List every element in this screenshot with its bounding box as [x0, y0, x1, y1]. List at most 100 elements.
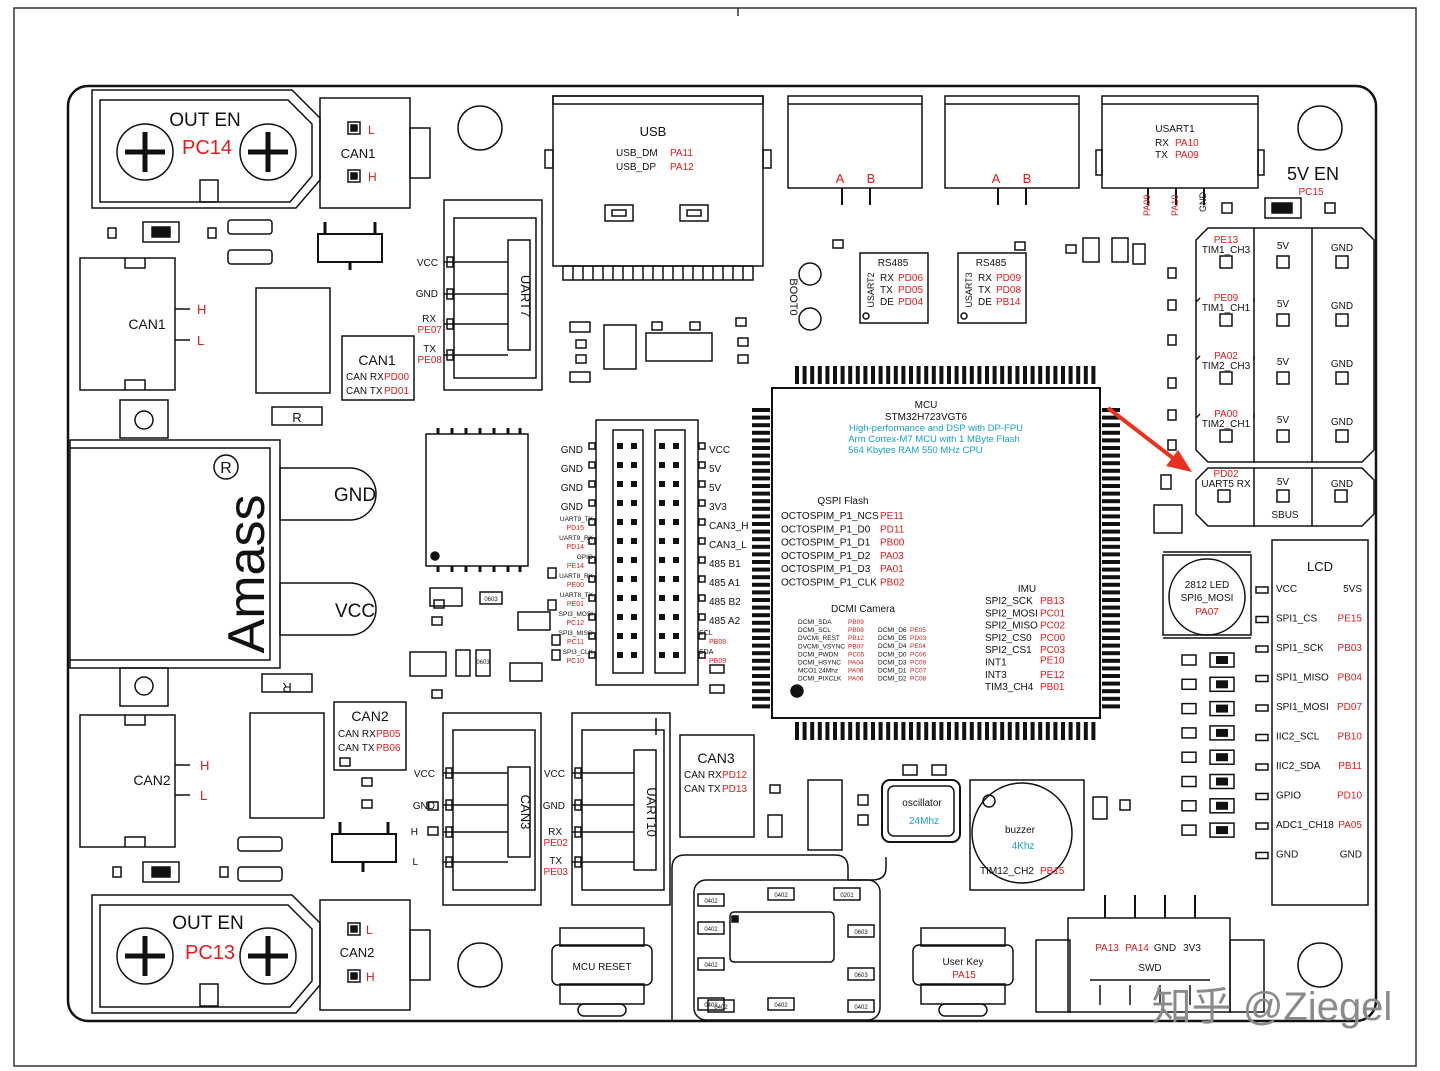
- rs485-a-rx-pin: PD06: [898, 273, 923, 284]
- pwm-pin: PA02: [1214, 351, 1238, 362]
- pwm-pin-pad: [1219, 313, 1233, 327]
- header-left-pin: PC10: [566, 658, 584, 665]
- can3-connector: CAN3 VCC GND H L: [411, 712, 542, 906]
- dcmi-pin: PA04: [848, 660, 864, 667]
- qspi-label: OCTOSPIM_P1_D2: [781, 551, 871, 562]
- mcu-pin: [954, 722, 959, 740]
- mcu-pin: [752, 613, 770, 618]
- header-left-pin: PD14: [566, 544, 584, 551]
- user-key-title: User Key: [942, 957, 983, 968]
- mcu-pin: [1083, 722, 1088, 740]
- passive-component: [697, 997, 725, 1011]
- header-pin: [659, 462, 665, 468]
- mcu-pin: [1000, 722, 1005, 740]
- dcmi-label: DCMI_SCL: [798, 627, 831, 634]
- dcmi-pin: PB12: [848, 635, 864, 642]
- mcu-pin: [752, 681, 770, 686]
- lcd-title: LCD: [1307, 559, 1333, 574]
- lcd-pin-pad: [1255, 674, 1269, 683]
- swd-connector: PA13 PA14 GND 3V3 SWD: [1035, 895, 1265, 1013]
- usb-dp: USB_DP: [616, 162, 656, 173]
- can1-h-label: H: [368, 170, 377, 184]
- mcu-pin: [901, 722, 906, 740]
- led-resistor: [1181, 654, 1197, 666]
- can2-box: CAN2 CAN RX PB05 CAN TX PB06: [333, 701, 407, 771]
- mcu-pin: [1102, 666, 1120, 671]
- header-right-label: CAN3_H: [709, 521, 748, 532]
- led-indicator: [1209, 822, 1235, 838]
- amass-brand: Amass: [218, 495, 276, 654]
- five-v-en-title: 5V EN: [1287, 164, 1339, 184]
- can1-conn-h: H: [197, 302, 206, 317]
- mcu-pin: [752, 636, 770, 640]
- led-resistor: [1181, 727, 1197, 739]
- dcmi-label: DVCMI_REST: [798, 635, 840, 642]
- header-right-label: 5V: [709, 483, 722, 494]
- mcu-desc-2: Arm Cortex-M7 MCU with 1 MByte Flash: [848, 434, 1020, 445]
- amass-gnd: GND: [334, 485, 376, 506]
- mcu-pin: [752, 453, 770, 458]
- imu-label: INT3: [985, 670, 1007, 681]
- mcu-pin: [909, 366, 913, 384]
- can3-box: CAN3 CAN RX PD12 CAN TX PD13: [679, 734, 755, 838]
- mcu-pin: [752, 658, 770, 663]
- header-pin: [673, 595, 679, 601]
- header-pin: [659, 538, 665, 544]
- mcu-pin: [878, 722, 883, 740]
- mcu-pin: [939, 366, 944, 384]
- mcu-pin: [1102, 643, 1120, 648]
- dcmi-pin: PB07: [848, 643, 864, 650]
- pwm-gnd: GND: [1331, 359, 1353, 370]
- header-left-label: GND: [561, 502, 583, 513]
- lcd-pin-pad: [1255, 822, 1269, 830]
- mcu-pin: [752, 689, 770, 694]
- mcu-pin: [752, 628, 770, 633]
- passive-component: [833, 887, 861, 901]
- led-resistor: [1181, 678, 1197, 691]
- header-pin: [631, 538, 637, 544]
- header-left-label: UART9_RX: [559, 535, 594, 542]
- header-pin: [673, 576, 679, 582]
- mcu-pin: [752, 415, 770, 420]
- pwm-pin-pad: [1219, 371, 1233, 385]
- lcd-pin-pad: [1255, 704, 1269, 712]
- mcu-pin: [916, 366, 921, 384]
- mcu-pin: [954, 366, 959, 384]
- mcu-pin: [752, 537, 770, 542]
- passive-label: 0603: [854, 930, 868, 936]
- pin-header-left-labels: GNDGNDGNDGNDUART9_TXPD15UART9_RXPD14GPIO…: [559, 445, 594, 665]
- mcu-pin: [752, 598, 770, 602]
- usb-dp-pin: PA12: [670, 162, 694, 173]
- passive-component: [697, 957, 725, 971]
- header-right-label: CAN3_L: [709, 540, 747, 551]
- usart1-bottom-pin-2: PA10: [1170, 195, 1180, 216]
- mcu-pin: [833, 722, 837, 740]
- lcd-pin-pad: [1255, 615, 1269, 624]
- mcu-pin: [1102, 658, 1120, 663]
- mcu-desc-1: High-performance and DSP with DP-FPU: [849, 423, 1023, 434]
- header-left-pin: PD15: [566, 525, 584, 532]
- passive-component: [707, 999, 735, 1013]
- led-indicator: [1209, 700, 1235, 717]
- qspi-pin: PE11: [880, 511, 904, 522]
- usb-connector: USB USB_DM PA11 USB_DP PA12: [544, 95, 772, 281]
- led-indicator-fill: [1216, 826, 1228, 835]
- header-pin: [659, 557, 665, 563]
- mcu-pin: [1038, 722, 1043, 740]
- mcu-pin: [840, 366, 845, 384]
- passive-component: [847, 999, 875, 1013]
- qspi-pin: PA03: [880, 551, 904, 562]
- rs485-a-de: DE: [880, 297, 894, 308]
- header-pad: [698, 556, 706, 564]
- header-pin: [617, 519, 623, 525]
- mcu-pin: [1030, 366, 1035, 384]
- header-pad: [588, 594, 596, 602]
- mcu-pin: [1102, 506, 1120, 511]
- dcmi-pin: PC05: [848, 651, 865, 658]
- mcu-pin: [969, 722, 974, 740]
- can2-transceiver: [249, 712, 325, 819]
- header-pin: [673, 652, 679, 658]
